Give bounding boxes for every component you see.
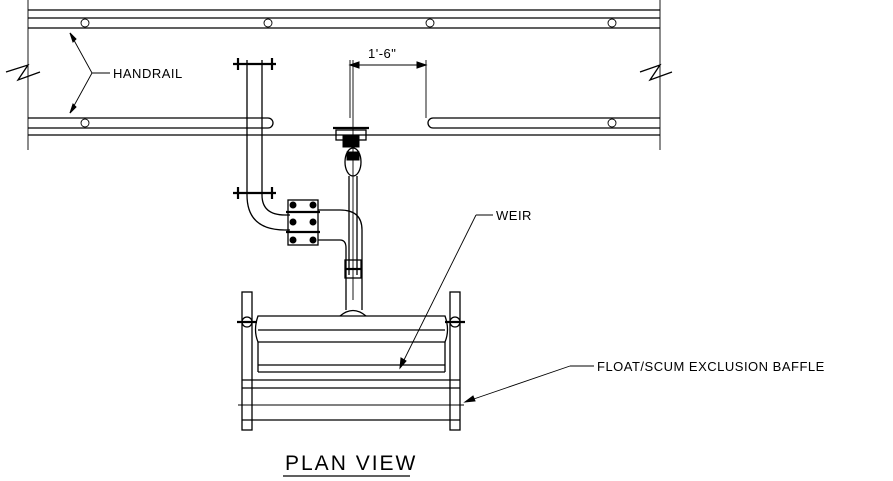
weir-leader <box>399 214 493 370</box>
handrail-lower-left <box>28 117 274 129</box>
pipe-coupling <box>286 199 363 310</box>
baffle-leader <box>463 365 594 403</box>
handrail-leader <box>69 32 110 114</box>
handrail-upper <box>28 17 660 29</box>
left-break-symbol <box>5 63 41 82</box>
view-title: PLAN VIEW <box>285 452 417 475</box>
hanger-bracket <box>333 60 369 300</box>
dimension-label: 1'-6" <box>368 46 396 61</box>
vertical-pipe <box>233 58 276 199</box>
baffle-label: FLOAT/SCUM EXCLUSION BAFFLE <box>597 359 825 374</box>
dimension-line <box>348 60 428 118</box>
weir-label: WEIR <box>496 208 532 223</box>
handrail-label: HANDRAIL <box>113 66 183 81</box>
right-break-symbol <box>639 63 673 82</box>
walkway <box>5 0 673 150</box>
weir-assembly <box>237 291 465 431</box>
pipe-elbow <box>246 194 290 231</box>
handrail-lower-right <box>425 60 660 129</box>
